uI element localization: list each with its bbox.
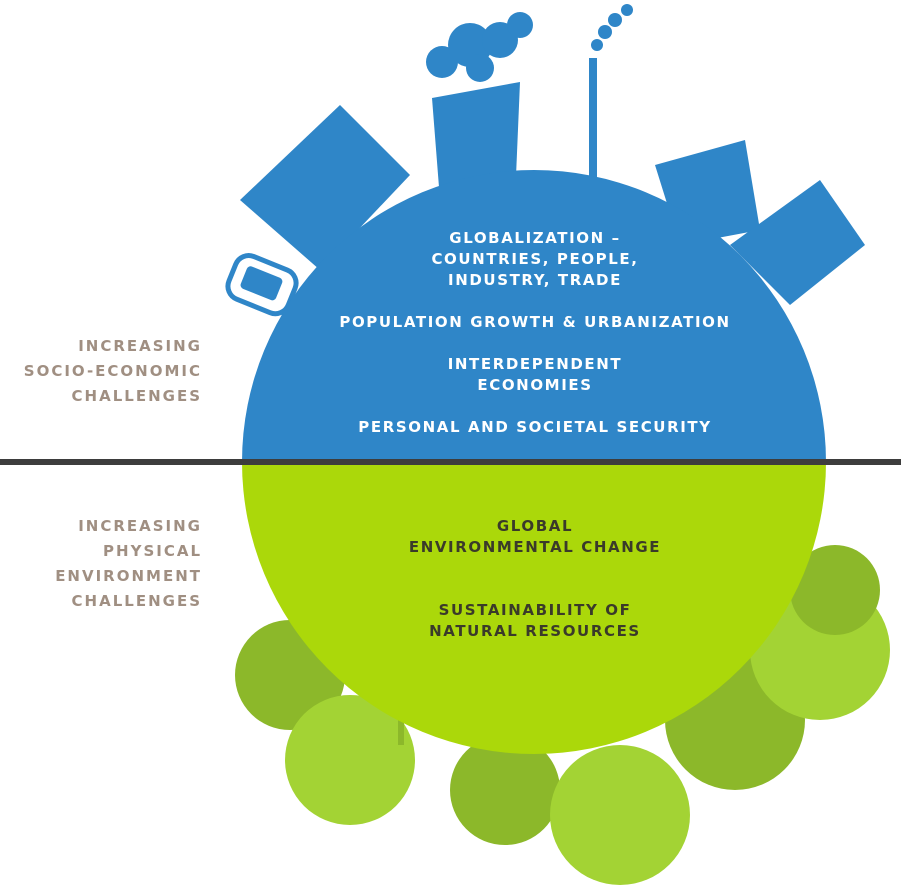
item-line: GLOBAL	[496, 517, 574, 535]
security-item: PERSONAL AND SOCIETAL SECURITY	[240, 417, 830, 438]
item-line: ENVIRONMENTAL CHANGE	[408, 538, 662, 556]
item-line: INDUSTRY, TRADE	[448, 271, 622, 289]
factory-icon	[432, 82, 520, 200]
skyline-group	[225, 4, 865, 317]
building-icon	[240, 105, 410, 270]
tree-icon	[285, 695, 415, 825]
divider-line	[0, 459, 901, 465]
globe-bottom-half	[242, 462, 826, 754]
tree-trunk	[398, 705, 404, 745]
tree-icon	[550, 745, 690, 885]
natural-resources-item: SUSTAINABILITY OF NATURAL RESOURCES	[240, 600, 830, 642]
label-line: CHALLENGES	[71, 387, 202, 405]
item-line: NATURAL RESOURCES	[429, 622, 641, 640]
globalization-item: GLOBALIZATION – COUNTRIES, PEOPLE, INDUS…	[240, 228, 830, 291]
economies-item: INTERDEPENDENT ECONOMIES	[240, 354, 830, 396]
item-line: POPULATION GROWTH & URBANIZATION	[339, 313, 731, 331]
item-line: GLOBALIZATION –	[449, 229, 621, 247]
label-line: INCREASING	[78, 337, 202, 355]
label-line: PHYSICAL	[103, 542, 202, 560]
cloud-icon	[426, 12, 533, 82]
globe-top-half	[242, 170, 826, 462]
building-icon	[730, 180, 865, 305]
label-line: CHALLENGES	[71, 592, 202, 610]
chimney-icon	[589, 58, 597, 198]
label-line: ENVIRONMENT	[55, 567, 202, 585]
smoke-icon	[591, 4, 633, 51]
item-line: ECONOMIES	[477, 376, 593, 394]
tree-icon	[450, 735, 560, 845]
label-line: SOCIO-ECONOMIC	[23, 362, 202, 380]
tree-icon	[790, 545, 880, 635]
trees-group	[235, 545, 890, 885]
physical-environment-label: INCREASING PHYSICAL ENVIRONMENT CHALLENG…	[2, 514, 202, 614]
item-line: SUSTAINABILITY OF	[438, 601, 632, 619]
label-line: INCREASING	[78, 517, 202, 535]
car-icon	[225, 253, 299, 317]
socio-economic-label: INCREASING SOCIO-ECONOMIC CHALLENGES	[2, 334, 202, 409]
item-line: COUNTRIES, PEOPLE,	[431, 250, 639, 268]
item-line: PERSONAL AND SOCIETAL SECURITY	[358, 418, 712, 436]
population-item: POPULATION GROWTH & URBANIZATION	[240, 312, 830, 333]
environmental-change-item: GLOBAL ENVIRONMENTAL CHANGE	[240, 516, 830, 558]
item-line: INTERDEPENDENT	[447, 355, 623, 373]
